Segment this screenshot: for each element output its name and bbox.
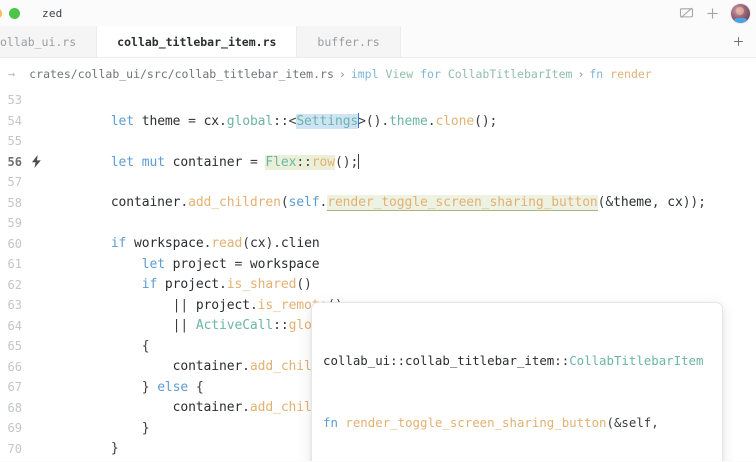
line-content: || project.is_remote() — [172, 297, 343, 313]
line-number: 65 — [7, 339, 22, 354]
breadcrumb-separator: › — [577, 67, 585, 81]
code-line[interactable]: 55 — [0, 131, 756, 152]
code-line[interactable]: 53 — [0, 90, 756, 111]
line-number: 54 — [7, 113, 22, 128]
line-content: } else { — [141, 379, 204, 395]
line-content: if workspace.read(cx).clien — [110, 236, 320, 252]
breadcrumb-fn-keyword: fn — [589, 67, 604, 81]
line-number: 66 — [7, 359, 22, 374]
project-title: zed — [42, 6, 63, 20]
code-line[interactable]: 54 let theme = cx.global::<Settings>().t… — [0, 111, 756, 132]
line-content: let theme = cx.global::<Settings>().them… — [110, 112, 498, 129]
line-number: 62 — [7, 277, 22, 292]
tab-label: ollab_ui.rs — [0, 34, 77, 49]
code-line[interactable]: 67 } else { — [0, 377, 756, 398]
breadcrumb-impl-keyword: impl — [350, 67, 379, 81]
highlighted-token: Flex::row — [265, 154, 335, 170]
breadcrumb-separator: › — [338, 67, 346, 81]
line-number: 68 — [7, 400, 22, 415]
lightning-bolt-icon[interactable] — [29, 155, 43, 169]
line-number: 53 — [7, 93, 22, 108]
code-line-active[interactable]: 56 let mut container = Flex::row(); — [0, 152, 756, 173]
code-line[interactable]: 59 — [0, 213, 756, 234]
breadcrumb-fn-name[interactable]: render — [610, 67, 652, 81]
line-number: 70 — [7, 441, 22, 456]
code-line[interactable]: 61 let project = workspace — [0, 254, 756, 275]
line-number: 60 — [7, 236, 22, 251]
code-line[interactable]: 60 if workspace.read(cx).clien — [0, 234, 756, 255]
window-controls[interactable] — [0, 7, 20, 19]
line-number: 64 — [7, 318, 22, 333]
line-content: let project = workspace — [141, 256, 320, 272]
tab-collab-titlebar-item[interactable]: collab_titlebar_item.rs — [97, 26, 298, 57]
new-tab-button[interactable] — [726, 26, 751, 57]
hovered-symbol[interactable]: render_toggle_screen_sharing_button — [327, 195, 598, 212]
tab-bar: ollab_ui.rs collab_titlebar_item.rs buff… — [0, 26, 756, 58]
maximize-button[interactable] — [9, 7, 20, 19]
line-content: let mut container = Flex::row(); — [110, 153, 359, 170]
titlebar-actions — [679, 0, 750, 26]
hover-documentation-popup: collab_ui::collab_titlebar_item::CollabT… — [311, 302, 723, 461]
tooltip-fn-keyword: fn — [323, 414, 338, 430]
tab-label: collab_titlebar_item.rs — [117, 34, 277, 49]
line-content: if project.is_shared() — [141, 277, 312, 293]
tooltip-fn-params-head: (&self, — [606, 414, 659, 430]
tab-buffer[interactable]: buffer.rs — [297, 26, 401, 57]
line-content: { — [141, 338, 150, 354]
line-number: 57 — [7, 175, 22, 190]
tooltip-fn-name: render_toggle_screen_sharing_button — [345, 414, 607, 430]
line-number: 63 — [7, 298, 22, 313]
breadcrumb-view-type: View — [385, 67, 414, 81]
line-number: 58 — [7, 195, 22, 210]
tooltip-line-signature: fn render_toggle_screen_sharing_button(&… — [323, 413, 711, 434]
tooltip-module-path: collab_ui::collab_titlebar_item:: — [323, 353, 570, 368]
plus-icon[interactable] — [705, 6, 720, 21]
code-editor[interactable]: 53 54 let theme = cx.global::<Settings>(… — [0, 90, 756, 461]
code-line[interactable]: 65 { — [0, 336, 756, 357]
line-content: container.add_children(self.render_toggl… — [49, 195, 706, 212]
code-line[interactable]: 69 } — [0, 418, 756, 439]
tooltip-type-name: CollabTitlebarItem — [569, 353, 704, 368]
selected-token: Settings — [296, 113, 359, 129]
tooltip-line-qualified-path: collab_ui::collab_titlebar_item::CollabT… — [323, 351, 711, 372]
line-number-active: 56 — [7, 154, 22, 169]
line-number: 67 — [7, 380, 22, 395]
breadcrumb-struct-type: CollabTitlebarItem — [447, 67, 573, 81]
breadcrumb-for-keyword: for — [420, 67, 441, 81]
line-content: } — [110, 441, 119, 457]
code-line[interactable]: 62 if project.is_shared() — [0, 275, 756, 296]
line-content: } — [141, 420, 150, 436]
breadcrumb-path[interactable]: crates/collab_ui/src/collab_titlebar_ite… — [29, 67, 334, 81]
breadcrumb[interactable]: → crates/collab_ui/src/collab_titlebar_i… — [0, 58, 756, 90]
tab-label: buffer.rs — [317, 34, 380, 49]
tab-collab-ui[interactable]: ollab_ui.rs — [0, 26, 98, 57]
titlebar: zed — [0, 0, 756, 26]
plus-icon — [734, 37, 743, 46]
code-line[interactable]: 58 container.add_children(self.render_to… — [0, 193, 756, 214]
line-number: 59 — [7, 216, 22, 231]
user-avatar[interactable] — [731, 3, 750, 23]
code-line[interactable]: 70 } — [0, 439, 756, 460]
breadcrumb-arrow-icon: → — [8, 67, 16, 81]
line-number: 55 — [7, 134, 22, 149]
minimize-button[interactable] — [0, 7, 2, 19]
line-number: 61 — [7, 257, 22, 272]
screen-share-off-icon[interactable] — [679, 6, 694, 21]
line-number: 69 — [7, 421, 22, 436]
code-line[interactable]: 57 — [0, 172, 756, 193]
